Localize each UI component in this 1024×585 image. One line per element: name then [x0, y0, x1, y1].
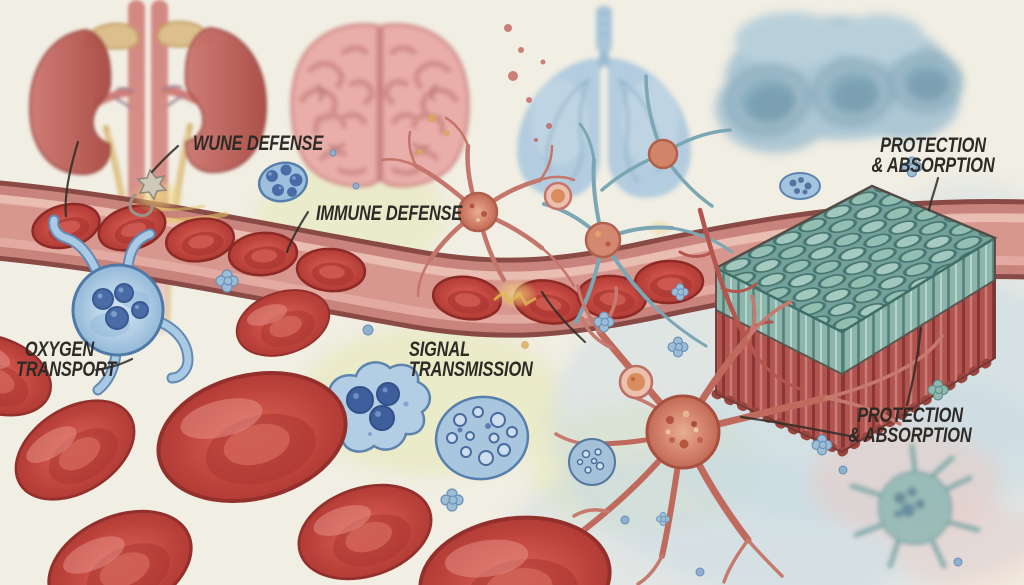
label-protection-absorption-top: PROTECTION & ABSORPTION: [871, 134, 996, 177]
brain-illustration: [290, 23, 470, 188]
label-immune-defense: IMMUNE DEFENSE: [316, 202, 463, 225]
label-line-1: OXYGEN: [24, 338, 94, 361]
lungs-illustration: [517, 6, 691, 198]
leader-signal-transmission: [540, 290, 587, 344]
label-wune-defense: WUNE DEFENSE: [193, 132, 324, 155]
leader-oxygen-transport: [94, 357, 134, 372]
label-line-1: PROTECTION: [880, 134, 986, 157]
neuron-teal-c: [600, 74, 732, 208]
label-line-1: PROTECTION: [857, 404, 963, 427]
label-line-1: SIGNAL: [409, 338, 470, 361]
white-blood-cell-oxygen: [48, 214, 194, 396]
label-text: IMMUNE DEFENSE: [316, 202, 463, 225]
label-line-2: TRANSMISSION: [409, 357, 533, 381]
label-protection-absorption-bottom: PROTECTION & ABSORPTION: [848, 404, 973, 447]
platelet-with-glow: [128, 168, 186, 218]
leader-lines: [64, 140, 940, 439]
white-blood-cell-vesicles: [434, 395, 530, 481]
leader-wune-defense: [150, 144, 180, 174]
leader-protection-bottom-left: [739, 415, 857, 439]
leader-protection-top: [927, 176, 940, 212]
dendritic-cell-blurred: [849, 443, 981, 569]
label-line-2: TRANSPORT: [16, 357, 117, 381]
label-signal-transmission: SIGNAL TRANSMISSION: [409, 338, 533, 381]
neuron-small-a: [380, 116, 576, 298]
white-blood-cell-small: [568, 438, 616, 486]
leader-protection-bottom-up: [905, 326, 923, 407]
label-line-2: & ABSORPTION: [871, 153, 995, 177]
leader-kidney: [64, 140, 80, 218]
white-blood-cell-amoeboid: [325, 361, 431, 453]
leader-immune-defense: [285, 210, 310, 254]
cell-behind-block: [779, 172, 821, 200]
label-line-2: & ABSORPTION: [848, 423, 972, 447]
white-blood-cell-near-brain: [257, 161, 309, 203]
label-oxygen-transport: OXYGEN TRANSPORT: [16, 338, 117, 381]
label-text: WUNE DEFENSE: [193, 132, 324, 155]
alveoli-tubes-illustration: [715, 12, 960, 153]
